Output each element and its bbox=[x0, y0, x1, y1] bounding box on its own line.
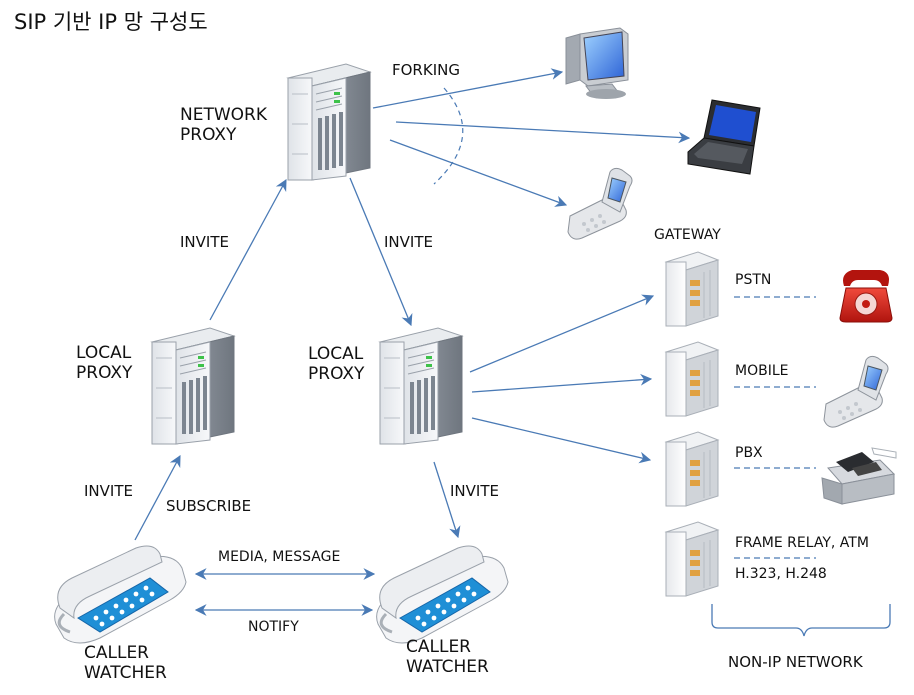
caller-left-desk-phone-icon bbox=[53, 544, 188, 645]
flip-phone-icon bbox=[567, 167, 633, 240]
caller-right-desk-phone-icon bbox=[375, 544, 510, 645]
gateway-mobile-icon bbox=[665, 341, 719, 417]
invite-callee-label: INVITE bbox=[450, 482, 499, 500]
gateway-protocols: H.323, H.248 bbox=[735, 566, 827, 582]
subscribe-label: SUBSCRIBE bbox=[166, 497, 252, 515]
gateway-dashed-links bbox=[734, 296, 816, 559]
arrow-to-desktop bbox=[372, 68, 564, 109]
arrow-to-pbx-gateway bbox=[471, 417, 652, 464]
red-telephone-icon bbox=[839, 270, 893, 323]
page-title: SIP 기반 IP 망 구성도 bbox=[14, 10, 208, 34]
local-proxy-left-server-icon bbox=[151, 327, 235, 445]
invite-down-label: INVITE bbox=[384, 233, 433, 251]
non-ip-network-label: NON-IP NETWORK bbox=[728, 653, 863, 671]
mobile-flip-phone-icon bbox=[823, 355, 889, 428]
gateway-pbx-icon bbox=[665, 431, 719, 507]
arrow-invite-callee bbox=[433, 461, 461, 539]
local-proxy-left-label: LOCAL PROXY bbox=[76, 343, 133, 383]
gateway-item-mobile: MOBILE bbox=[735, 363, 789, 379]
gateway-item-pbx: PBX bbox=[735, 445, 763, 461]
arrow-to-mobile-gateway bbox=[471, 373, 653, 393]
arrow-to-laptop bbox=[395, 121, 691, 144]
laptop-icon bbox=[687, 99, 761, 175]
caller-watcher-left-label: CALLER WATCHER bbox=[84, 643, 167, 683]
gateway-item-pstn: PSTN bbox=[735, 272, 772, 288]
monitor-icon bbox=[565, 27, 629, 99]
arrow-to-mobile bbox=[389, 139, 568, 207]
fax-icon bbox=[821, 447, 897, 505]
invite-up-label: INVITE bbox=[180, 233, 229, 251]
media-message-label: MEDIA, MESSAGE bbox=[218, 549, 341, 565]
arrow-to-pstn-gateway bbox=[469, 294, 655, 373]
forking-arc bbox=[433, 87, 464, 185]
network-proxy-label: NETWORK PROXY bbox=[180, 105, 267, 145]
caller-watcher-right-label: CALLER WATCHER bbox=[406, 637, 489, 677]
notify-label: NOTIFY bbox=[248, 619, 299, 635]
arrow-invite-down bbox=[349, 177, 413, 327]
connection-arrows bbox=[134, 68, 691, 616]
gateway-item-frame-relay: FRAME RELAY, ATM bbox=[735, 535, 869, 551]
invite-caller-label: INVITE bbox=[84, 482, 133, 500]
gateway-frame-relay-icon bbox=[665, 521, 719, 597]
arrow-invite-up bbox=[209, 178, 287, 321]
local-proxy-right-server-icon bbox=[379, 327, 463, 445]
network-proxy-server-icon bbox=[287, 63, 371, 181]
gateway-pstn-icon bbox=[665, 251, 719, 327]
local-proxy-right-label: LOCAL PROXY bbox=[308, 344, 365, 384]
non-ip-bracket bbox=[711, 604, 891, 637]
gateway-title: GATEWAY bbox=[654, 227, 721, 243]
forking-label: FORKING bbox=[392, 61, 460, 79]
arrow-invite-subscribe bbox=[134, 454, 181, 541]
